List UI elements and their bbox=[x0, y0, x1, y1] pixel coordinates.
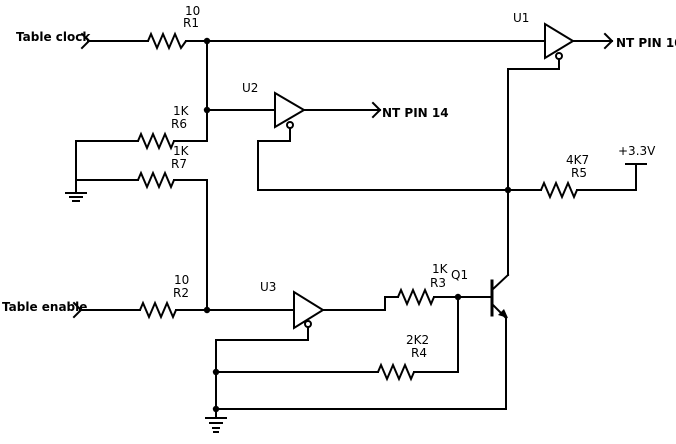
table-clock-label: Table clock bbox=[16, 30, 91, 44]
ground-symbol bbox=[205, 417, 227, 433]
r1-value: 10 bbox=[185, 4, 200, 18]
nt-pin-14-label: NT PIN 14 bbox=[382, 106, 449, 120]
junction-dot bbox=[504, 186, 512, 194]
r7-ref: R7 bbox=[171, 157, 187, 171]
r7-value: 1K bbox=[173, 144, 190, 158]
r2-ref: R2 bbox=[173, 286, 189, 300]
resistor-r5 bbox=[540, 180, 578, 200]
junction-dot bbox=[203, 306, 211, 314]
q1-ref: Q1 bbox=[451, 268, 468, 282]
transistor-q1 bbox=[479, 273, 510, 320]
resistor-r4 bbox=[377, 362, 415, 382]
r4-value: 2K2 bbox=[406, 333, 429, 347]
junction-dot bbox=[454, 293, 462, 301]
r3-ref: R3 bbox=[430, 276, 446, 290]
buffer-u2 bbox=[274, 91, 306, 142]
u2-ref: U2 bbox=[242, 81, 258, 95]
buffer-u1 bbox=[544, 22, 575, 70]
ground-symbol bbox=[65, 192, 87, 202]
resistor-r3 bbox=[397, 287, 435, 307]
u1-ref: U1 bbox=[513, 11, 529, 25]
r6-value: 1K bbox=[173, 104, 190, 118]
junction-dot bbox=[212, 405, 220, 413]
junction-dot bbox=[203, 106, 211, 114]
r2-value: 10 bbox=[174, 273, 189, 287]
resistor-r2 bbox=[139, 300, 177, 320]
table-enable-label: Table enable bbox=[2, 300, 87, 314]
wires bbox=[75, 40, 637, 419]
u3-ref: U3 bbox=[260, 280, 276, 294]
junction-dot bbox=[212, 368, 220, 376]
r5-value: 4K7 bbox=[566, 153, 589, 167]
nt-pin-10-port-arrow bbox=[603, 32, 614, 50]
nt-pin-14-port-arrow bbox=[371, 101, 382, 119]
emitter-arrow bbox=[498, 309, 508, 318]
r1-ref: R1 bbox=[183, 16, 199, 30]
resistor-r6 bbox=[137, 131, 175, 151]
r3-value: 1K bbox=[432, 262, 449, 276]
junction-dot bbox=[203, 37, 211, 45]
table-clock-port-arrow bbox=[80, 32, 91, 50]
r4-ref: R4 bbox=[411, 346, 427, 360]
r6-ref: R6 bbox=[171, 117, 187, 131]
table-enable-port-arrow bbox=[72, 301, 83, 319]
resistor-r7 bbox=[137, 170, 175, 190]
buffer-u3 bbox=[293, 290, 325, 341]
resistor-r1 bbox=[147, 31, 187, 51]
nt-pin-10-label: NT PIN 10 bbox=[616, 36, 676, 50]
r5-ref: R5 bbox=[571, 166, 587, 180]
supply-label: +3.3V bbox=[618, 144, 656, 158]
junction-dots bbox=[203, 37, 512, 413]
